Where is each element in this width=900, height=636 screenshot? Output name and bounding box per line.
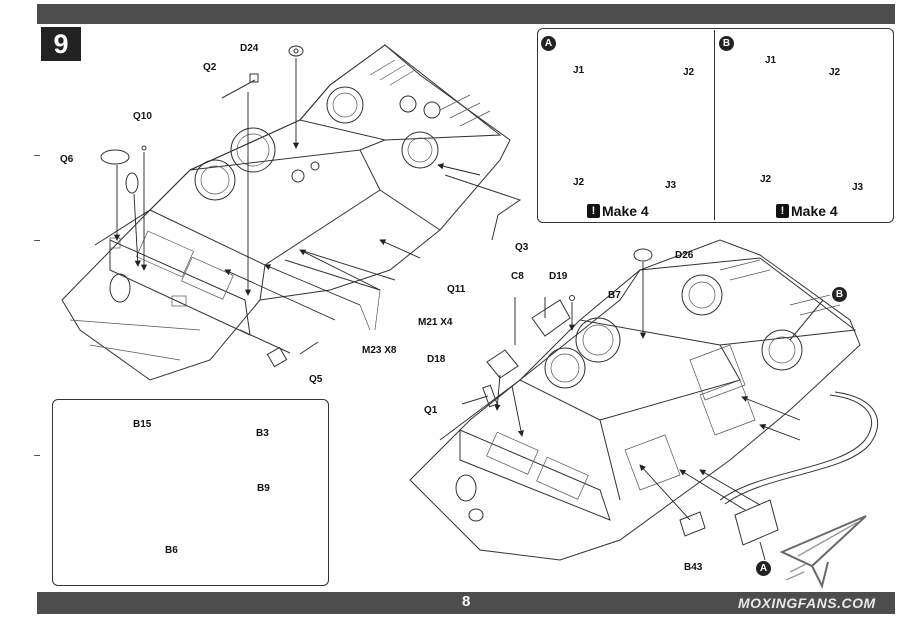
label-d26: D26 [675, 250, 694, 261]
hull-upper-left [61, 44, 511, 381]
callout-b: B [832, 287, 847, 302]
parts-right [461, 248, 879, 561]
label-q2: Q2 [203, 62, 217, 73]
make-note-b-text: Make 4 [791, 203, 838, 219]
header-bar [37, 4, 895, 24]
label-q3: Q3 [515, 242, 529, 253]
label-b-j2: J2 [760, 174, 772, 185]
make-note-b: ! Make 4 [776, 203, 838, 219]
label-a-j3: J3 [665, 180, 677, 191]
label-q1: Q1 [424, 405, 438, 416]
label-b-j1: J1 [765, 55, 777, 66]
badge-a: A [541, 36, 556, 51]
plane-logo-icon [779, 515, 867, 589]
label-q11: Q11 [447, 284, 466, 295]
inset-panel-ab [537, 28, 894, 223]
label-d24: D24 [240, 43, 259, 54]
hull-lower-right [409, 239, 861, 561]
label-b3: B3 [256, 428, 269, 439]
label-b-j3: J3 [852, 182, 864, 193]
label-b9: B9 [257, 483, 270, 494]
parts-left [100, 45, 522, 368]
label-q6: Q6 [60, 154, 74, 165]
warning-icon: ! [776, 204, 789, 218]
label-b7: B7 [608, 290, 621, 301]
label-a-j1: J1 [573, 65, 585, 76]
label-b15: B15 [133, 419, 152, 430]
inset-divider [714, 30, 716, 220]
warning-icon: ! [587, 204, 600, 218]
label-b6: B6 [165, 545, 178, 556]
label-d18: D18 [427, 354, 446, 365]
label-m21: M21 X4 [418, 317, 453, 328]
label-b-j2-top: J2 [829, 67, 841, 78]
badge-b: B [719, 36, 734, 51]
label-m23: M23 X8 [362, 345, 397, 356]
inset-panel-c [52, 399, 329, 586]
watermark-text: MOXINGFANS.COM [738, 595, 876, 611]
label-d19: D19 [549, 271, 568, 282]
make-note-a: ! Make 4 [587, 203, 649, 219]
label-b43: B43 [684, 562, 703, 573]
label-q5: Q5 [309, 374, 323, 385]
callout-a: A [756, 561, 771, 576]
footer-bar [37, 592, 895, 614]
binding-mark [34, 155, 40, 156]
step-number: 9 [41, 27, 81, 61]
make-note-a-text: Make 4 [602, 203, 649, 219]
label-a-j2: J2 [573, 177, 585, 188]
label-q10: Q10 [133, 111, 152, 122]
label-a-j2-top: J2 [683, 67, 695, 78]
binding-mark [34, 240, 40, 241]
binding-mark [34, 455, 40, 456]
label-c8: C8 [511, 271, 524, 282]
page-number: 8 [462, 593, 471, 610]
